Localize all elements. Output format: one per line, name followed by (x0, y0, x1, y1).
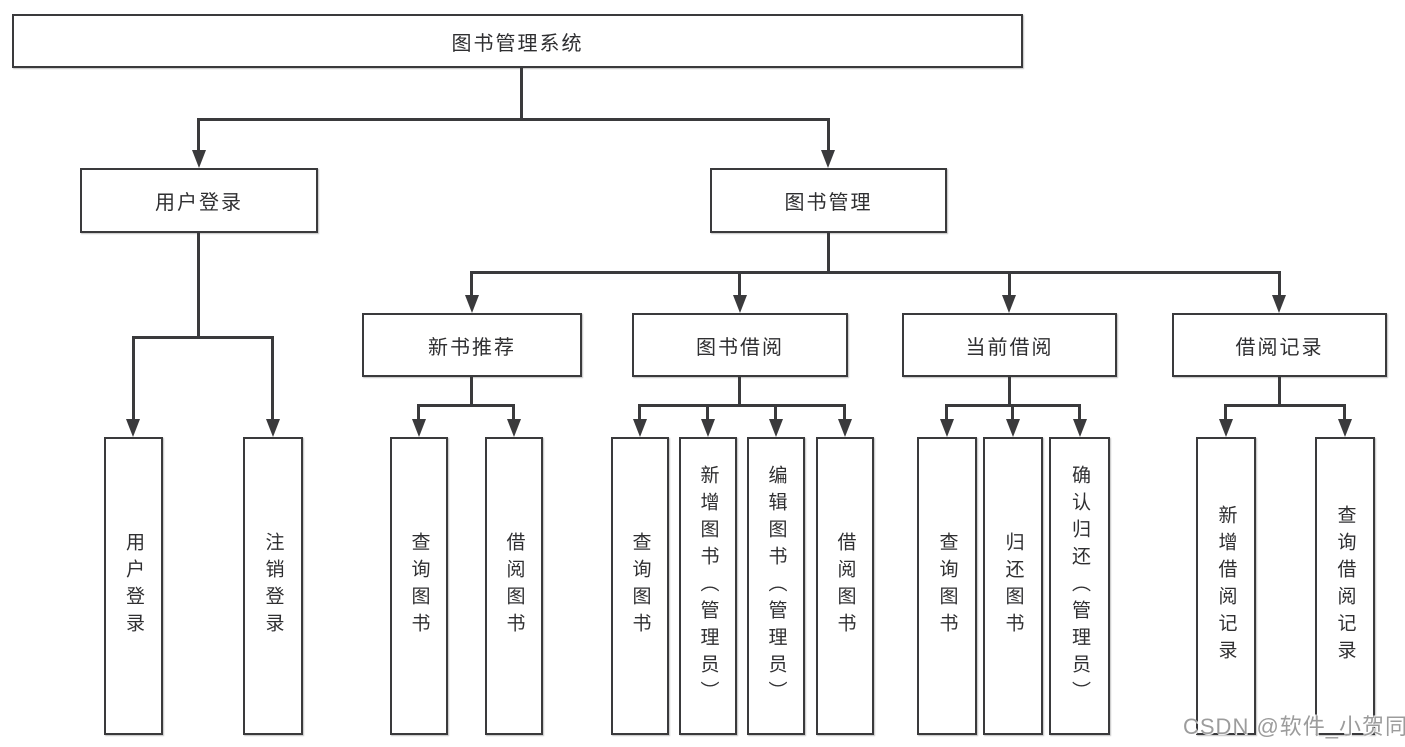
node-label: 查询图书 (629, 532, 651, 640)
arrow-down-icon (733, 295, 747, 313)
node-leaf-add-books-admin: 新增图书（管理员） (679, 437, 737, 735)
arrow-down-icon (633, 419, 647, 437)
node-label: 编辑图书（管理员） (765, 464, 787, 708)
arrow-down-icon (821, 150, 835, 168)
arrow-down-icon (266, 419, 280, 437)
connector-drop (197, 118, 200, 152)
connector-stem (197, 233, 200, 336)
arrow-down-icon (1219, 419, 1233, 437)
arrow-down-icon (940, 419, 954, 437)
arrow-down-icon (838, 419, 852, 437)
node-label: 图书借阅 (696, 336, 784, 359)
node-label: 注销登录 (262, 532, 284, 640)
connector-drop (271, 336, 274, 421)
arrow-down-icon (1272, 295, 1286, 313)
connector-bar (638, 404, 846, 407)
connector-drop (827, 118, 830, 152)
node-borrowing-records: 借阅记录 (1172, 313, 1387, 377)
connector-stem (1008, 377, 1011, 404)
connector-drop (738, 271, 741, 297)
connector-drop (1011, 404, 1014, 421)
connector-drop (417, 404, 420, 421)
node-leaf-query-books-current: 查询图书 (917, 437, 977, 735)
connector-drop (706, 404, 709, 421)
node-leaf-borrow-books-borrowing: 借阅图书 (816, 437, 874, 735)
arrow-down-icon (769, 419, 783, 437)
csdn-watermark: CSDN @软件_小贺同学 (1183, 714, 1405, 739)
connector-stem (738, 377, 741, 404)
node-library-management-system: 图书管理系统 (12, 14, 1023, 68)
connector-stem (520, 68, 523, 118)
node-leaf-edit-books-admin: 编辑图书（管理员） (747, 437, 805, 735)
node-label: 确认归还（管理员） (1069, 464, 1090, 708)
node-label: 新增图书（管理员） (697, 464, 719, 708)
arrow-down-icon (126, 419, 140, 437)
arrow-down-icon (1006, 419, 1020, 437)
node-leaf-add-borrow-record: 新增借阅记录 (1196, 437, 1256, 735)
node-label: 查询借阅记录 (1334, 505, 1356, 667)
connector-bar (1224, 404, 1346, 407)
node-label: 用户登录 (123, 532, 144, 640)
connector-bar (132, 336, 274, 339)
arrow-down-icon (701, 419, 715, 437)
node-label: 新书推荐 (428, 336, 516, 359)
connector-drop (512, 404, 515, 421)
node-label: 查询图书 (408, 532, 430, 640)
arrow-down-icon (465, 295, 479, 313)
connector-drop (945, 404, 948, 421)
connector-drop (1224, 404, 1227, 421)
node-user-login: 用户登录 (80, 168, 318, 233)
node-book-management: 图书管理 (710, 168, 947, 233)
node-label: 图书管理 (784, 192, 873, 214)
node-label: 当前借阅 (965, 336, 1054, 359)
connector-bar (470, 271, 1281, 274)
node-new-book-recommend: 新书推荐 (362, 313, 582, 377)
node-leaf-borrow-books-recommend: 借阅图书 (485, 437, 543, 735)
connector-drop (638, 404, 641, 421)
connector-stem (470, 377, 473, 404)
connector-drop (774, 404, 777, 421)
connector-drop (1278, 271, 1281, 297)
node-leaf-return-books: 归还图书 (983, 437, 1043, 735)
node-label: 借阅图书 (503, 532, 525, 640)
arrow-down-icon (412, 419, 426, 437)
connector-bar (197, 118, 830, 121)
connector-stem (1278, 377, 1281, 404)
arrow-down-icon (507, 419, 521, 437)
node-leaf-logout: 注销登录 (243, 437, 303, 735)
node-label: 新增借阅记录 (1215, 505, 1237, 667)
connector-drop (132, 336, 135, 421)
node-current-borrowing: 当前借阅 (902, 313, 1117, 377)
connector-stem (827, 233, 830, 271)
node-label: 查询图书 (936, 532, 958, 640)
node-leaf-query-books-recommend: 查询图书 (390, 437, 448, 735)
connector-bar (417, 404, 515, 407)
connector-drop (843, 404, 846, 421)
node-leaf-query-books-borrowing: 查询图书 (611, 437, 669, 735)
node-label: 图书管理系统 (451, 32, 584, 55)
arrow-down-icon (1073, 419, 1087, 437)
connector-drop (1078, 404, 1081, 421)
arrow-down-icon (192, 150, 206, 168)
node-label: 归还图书 (1002, 532, 1024, 640)
node-leaf-user-login: 用户登录 (104, 437, 163, 735)
connector-drop (1343, 404, 1346, 421)
arrow-down-icon (1002, 295, 1016, 313)
node-label: 借阅记录 (1235, 336, 1324, 359)
node-book-borrowing: 图书借阅 (632, 313, 848, 377)
connector-drop (1008, 271, 1011, 297)
node-leaf-confirm-return-admin: 确认归还（管理员） (1049, 437, 1110, 735)
arrow-down-icon (1338, 419, 1352, 437)
node-label: 用户登录 (155, 192, 243, 214)
node-label: 借阅图书 (834, 532, 856, 640)
connector-drop (470, 271, 473, 297)
node-leaf-query-borrow-record: 查询借阅记录 (1315, 437, 1375, 735)
